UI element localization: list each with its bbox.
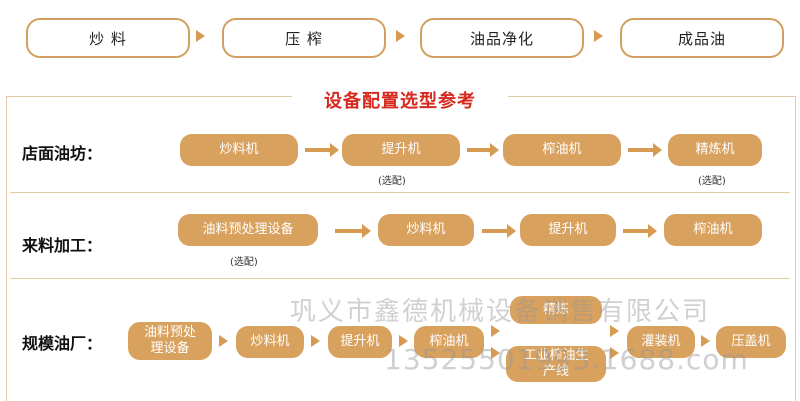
row-label-processing: 来料加工： xyxy=(22,236,103,255)
arrow-right-icon xyxy=(594,30,603,42)
config-title: 设备配置选型参考 xyxy=(324,91,476,112)
row-divider xyxy=(10,192,790,193)
process-step-label: 炒 料 xyxy=(89,29,127,48)
row3-step-oil-press: 榨油机 xyxy=(414,326,484,358)
row-label-factory: 规模油厂： xyxy=(22,334,103,353)
row3-step-industrial-line: 工业榨油生产线 xyxy=(506,346,606,382)
row1-step-fryer: 炒料机 xyxy=(180,134,298,166)
process-step-label: 油品净化 xyxy=(469,29,534,48)
process-step-press: 压 榨 xyxy=(222,18,386,58)
row3-step-filling: 灌装机 xyxy=(627,326,695,358)
arrow-right-icon xyxy=(491,325,500,337)
row-label-shop: 店面油坊： xyxy=(22,144,103,163)
arrow-right-icon xyxy=(610,347,619,359)
arrow-right-icon xyxy=(482,224,516,238)
row3-step-fryer: 炒料机 xyxy=(236,326,304,358)
row2-step-fryer: 炒料机 xyxy=(378,214,474,246)
watermark-company: 巩义市鑫德机械设备销售有限公司 xyxy=(290,297,711,327)
watermark-contact: 13525501993.1688.com xyxy=(384,343,749,376)
arrow-right-icon xyxy=(305,143,339,157)
arrow-right-icon xyxy=(610,325,619,337)
arrow-right-icon xyxy=(219,335,228,347)
process-step-label: 压 榨 xyxy=(285,29,323,48)
row3-step-capping: 压盖机 xyxy=(716,326,786,358)
row1-step-elevator: 提升机 xyxy=(342,134,460,166)
row1-optional-note: (选配) xyxy=(698,176,726,187)
arrow-right-icon xyxy=(396,30,405,42)
process-step-purify: 油品净化 xyxy=(420,18,584,58)
row2-optional-note: (选配) xyxy=(230,257,258,268)
title-backdrop xyxy=(292,86,508,110)
row-divider xyxy=(10,278,790,279)
arrow-right-icon xyxy=(196,30,205,42)
step-label: 油料预处理设备 xyxy=(143,325,196,356)
row1-optional-note: (选配) xyxy=(378,176,406,187)
arrow-right-icon xyxy=(628,143,662,157)
row1-step-oil-press: 榨油机 xyxy=(503,134,621,166)
row2-step-oil-press: 榨油机 xyxy=(664,214,762,246)
arrow-right-icon xyxy=(467,143,499,157)
row2-step-elevator: 提升机 xyxy=(520,214,616,246)
process-step-label: 成品油 xyxy=(677,29,726,48)
row3-step-refine: 精炼 xyxy=(510,296,602,324)
arrow-right-icon xyxy=(491,347,500,359)
row2-step-pretreatment: 油料预处理设备 xyxy=(178,214,318,246)
row3-step-pretreatment: 油料预处理设备 xyxy=(128,322,212,360)
row3-step-elevator: 提升机 xyxy=(328,326,392,358)
arrow-right-icon xyxy=(701,335,710,347)
row1-step-refiner: 精炼机 xyxy=(668,134,762,166)
arrow-right-icon xyxy=(311,335,320,347)
arrow-right-icon xyxy=(623,224,657,238)
step-label: 工业榨油生产线 xyxy=(523,348,589,379)
arrow-right-icon xyxy=(335,224,371,238)
arrow-right-icon xyxy=(399,335,408,347)
process-step-finished-oil: 成品油 xyxy=(620,18,784,58)
process-step-fry: 炒 料 xyxy=(26,18,190,58)
